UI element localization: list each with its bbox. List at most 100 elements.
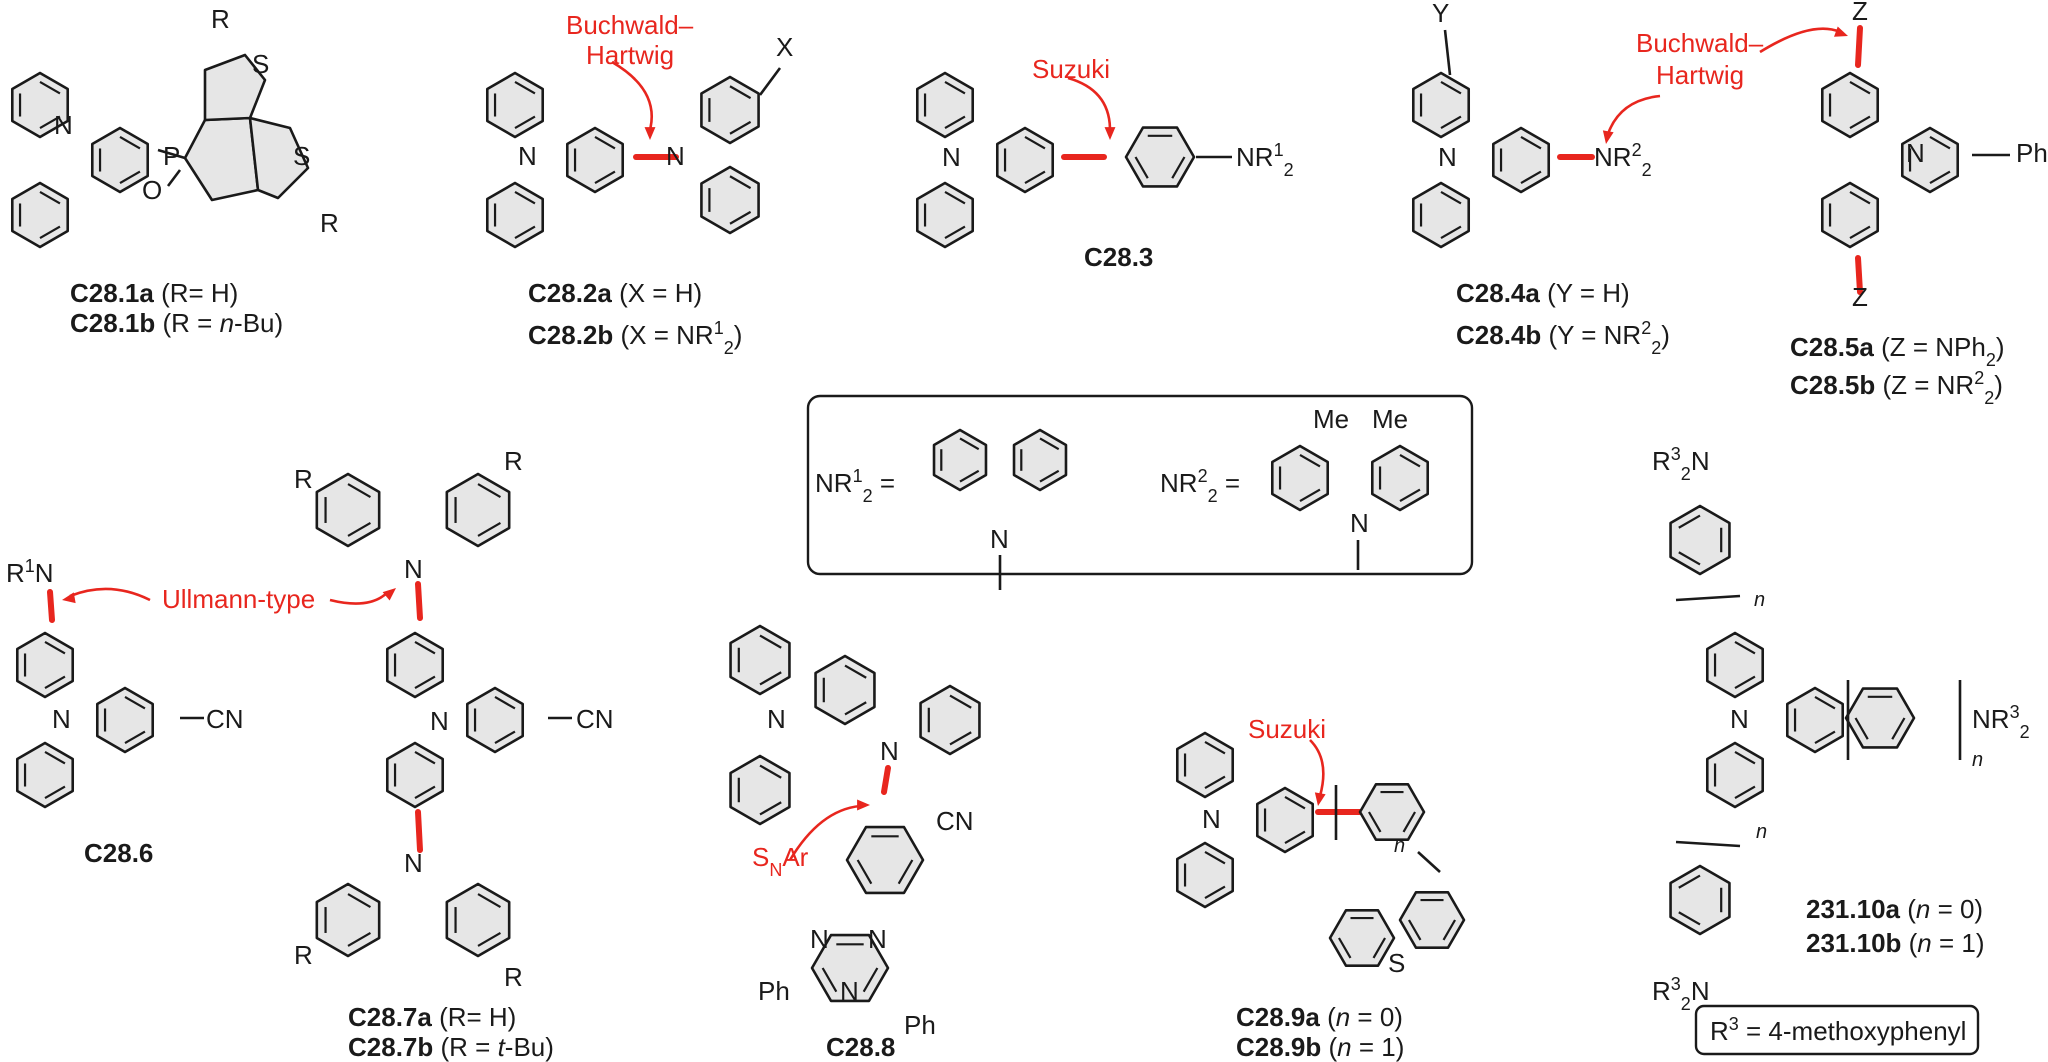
c286-core-ring-b-double-bond — [44, 785, 66, 799]
structures — [10, 25, 2010, 1056]
c284-nr: NR22 — [1594, 140, 1652, 180]
c283-core-ring-b-double-bond — [944, 225, 966, 239]
c285-core-ring-a-double-bond — [1849, 115, 1871, 129]
c281-phosphole — [183, 116, 260, 202]
c289-suzuki: Suzuki — [1248, 714, 1326, 744]
c284-label-a: C28.4a (Y = H) — [1456, 278, 1630, 308]
legend-nr1-ring-right-double-bond — [1039, 437, 1060, 451]
legend-nr2-ring-right-double-bond — [1399, 454, 1421, 468]
legend-nr1-ring-right-double-bond — [1039, 469, 1060, 483]
c282-right-bottom-double-bond — [729, 210, 752, 225]
legend-me-right: Me — [1372, 404, 1408, 434]
c288-triazine-n3: N — [840, 976, 859, 1006]
c2310-core-ring-a-double-bond — [1734, 675, 1756, 689]
c287-bottom-right-double-bond — [477, 893, 501, 908]
c287-top-n-bond — [415, 581, 423, 621]
c287-core-ring-a-double-bond — [414, 675, 436, 689]
c2310-core-ring-b-double-bond — [1734, 785, 1756, 799]
legend-nr2-label: NR22 = — [1160, 466, 1240, 506]
c282-label-b: C28.2b (X = NR12) — [528, 318, 742, 358]
c283-core-ring-c-double-bond — [1024, 170, 1046, 184]
c289-label-b: C28.9b (n = 1) — [1236, 1032, 1404, 1062]
c2310-core-ring-a-double-bond — [1734, 641, 1756, 655]
c282-core-ring-a-double-bond — [514, 81, 536, 95]
c289-phenyl-double-bond — [1368, 811, 1382, 833]
c286-ullmann-left-head — [62, 592, 76, 604]
c287-core-ring-c-double-bond — [494, 696, 516, 710]
c287-bottom-n-bond — [415, 809, 423, 853]
c287-label-b: C28.7b (R = t-Bu) — [348, 1032, 554, 1062]
c281-core-ring-c-double-bond — [119, 136, 141, 150]
c286-cn: CN — [206, 704, 244, 734]
c288-aryl-double-bond — [856, 859, 873, 885]
c284-core-ring-a-double-bond — [1440, 81, 1462, 95]
c288-ring-d-double-bond — [949, 731, 972, 746]
legend-nr2-nitrogen: N — [1350, 508, 1369, 538]
c287-r-botleft: R — [294, 940, 313, 970]
c286-core-ring-a-double-bond — [44, 641, 66, 655]
c287-nitrogen-core: N — [430, 706, 449, 736]
c2310-core-ring-c-double-bond — [1814, 730, 1836, 744]
legend-nr1-nitrogen: N — [990, 524, 1009, 554]
c282-core-ring-b-double-bond — [514, 191, 536, 205]
c284-core-ring-b-double-bond — [1440, 191, 1462, 205]
c2310-phenyl-right-double-bond — [1891, 717, 1906, 740]
c289-sulfur: S — [1388, 948, 1405, 978]
legend-nr2-ring-left-double-bond — [1299, 454, 1321, 468]
c288-snar-arrow — [788, 804, 861, 861]
c284-core-ring-a-double-bond — [1440, 115, 1462, 129]
c2310-bracket-bottom — [1675, 840, 1741, 848]
c281-nitrogen: N — [54, 110, 73, 140]
c285-core-ring-b-double-bond — [1849, 191, 1871, 205]
c284-bh-arrow — [1606, 94, 1661, 135]
c289-core-ring-c-double-bond — [1284, 830, 1306, 844]
legend-nr1-label: NR12 = — [815, 466, 895, 506]
legend-nr1-ring-left-double-bond — [959, 469, 980, 483]
c281-r-top: R — [211, 4, 230, 34]
c289-core-ring-b-double-bond — [1204, 851, 1226, 865]
c288-snar-bond — [881, 765, 891, 795]
c2310-nr-top: R32N — [1652, 444, 1710, 484]
c286-core-ring-c-double-bond — [124, 696, 146, 710]
c284-bh-line1: Buchwald– — [1636, 28, 1764, 58]
legend-nr2-ring-right-double-bond — [1399, 488, 1421, 502]
legend-me-left: Me — [1313, 404, 1349, 434]
c283-nr: NR12 — [1236, 140, 1294, 180]
c285-core-ring-c-double-bond — [1929, 136, 1951, 150]
c283-suzuki-arrow — [1067, 76, 1112, 131]
c289-dbt-ring-b-double-bond — [1372, 937, 1386, 959]
c288-ph-left: Ph — [758, 976, 790, 1006]
c2310-core-ring-c-double-bond — [1814, 696, 1836, 710]
c283-core-ring-b-double-bond — [944, 191, 966, 205]
c289-core-ring-a-double-bond — [1204, 741, 1226, 755]
c281-label-b: C28.1b (R = n-Bu) — [70, 308, 283, 338]
c289-phenyl-double-bond — [1402, 811, 1416, 833]
c2310-r3-definition: R3 = 4-methoxyphenyl — [1710, 1014, 1966, 1046]
c282-nitrogen-left: N — [518, 141, 537, 171]
c285-z-top: Z — [1852, 0, 1868, 26]
c287-nitrogen-top: N — [404, 554, 423, 584]
c287-r-topleft: R — [294, 464, 313, 494]
c283-nitrogen: N — [942, 142, 961, 172]
c286-core-ring-b-double-bond — [44, 751, 66, 765]
c288-ring-c-double-bond — [759, 801, 782, 816]
c284-core-ring-c-double-bond — [1520, 170, 1542, 184]
c281-core-ring-b-double-bond — [39, 191, 61, 205]
c285-core-ring-a-double-bond — [1849, 81, 1871, 95]
c2310-core-ring-b-double-bond — [1734, 751, 1756, 765]
c2310-n-right: n — [1972, 749, 1983, 771]
c286-ullmann-arrow-right — [329, 591, 389, 605]
c2310-phenyl-bottom-double-bond — [1678, 874, 1701, 889]
c286-nr: R1N — [6, 556, 54, 588]
c282-bh-line1: Buchwald– — [566, 10, 694, 40]
c287-nitrogen-bottom: N — [404, 848, 423, 878]
c2310-label-b: 231.10b (n = 1) — [1806, 928, 1985, 958]
c288-triazine-double-bond — [862, 967, 879, 993]
c282-core-ring-b-double-bond — [514, 225, 536, 239]
c284-y: Y — [1432, 0, 1449, 28]
c289-dbt-ring-a-double-bond — [1442, 919, 1456, 941]
c2310-bracket-top — [1675, 594, 1741, 602]
c289-label-a: C28.9a (n = 0) — [1236, 1002, 1403, 1032]
c288-ring-a-double-bond — [759, 671, 782, 686]
